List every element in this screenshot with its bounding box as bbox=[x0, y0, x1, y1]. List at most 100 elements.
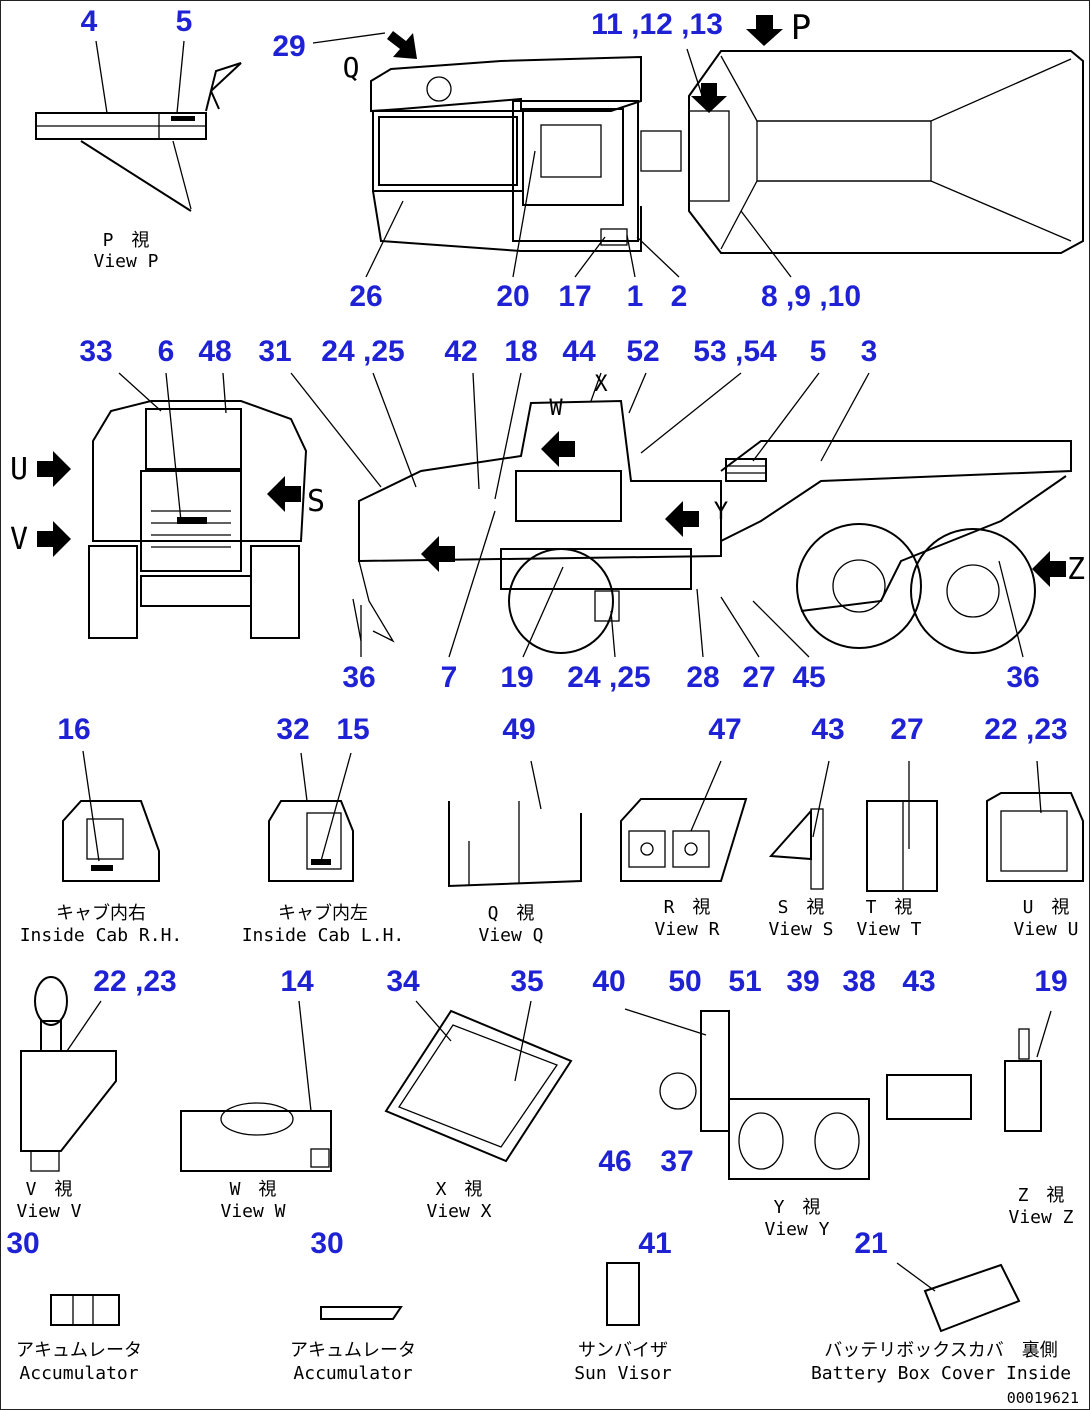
callout-41: 41 bbox=[638, 1227, 671, 1260]
caption-view-x-en: View X bbox=[426, 1201, 491, 1222]
callout-24-25: 24 ,25 bbox=[321, 335, 404, 368]
callout-33: 33 bbox=[79, 335, 112, 368]
view-letter-z: Z bbox=[1067, 552, 1085, 587]
caption-inside-cab-rh-en: Inside Cab R.H. bbox=[20, 925, 183, 946]
caption-inside-cab-lh-jp: キャブ内左 bbox=[278, 902, 368, 924]
caption-view-s-jp: S 視 bbox=[778, 897, 825, 918]
caption-view-p-jp: P 視 bbox=[103, 230, 150, 251]
caption-view-y-en: View Y bbox=[764, 1219, 829, 1240]
caption-accumulator-2-jp: アキュムレータ bbox=[290, 1340, 416, 1361]
callout-4: 4 bbox=[81, 5, 98, 38]
callout-30: 30 bbox=[310, 1227, 343, 1260]
leader-lines bbox=[95, 32, 1024, 658]
callout-52: 52 bbox=[626, 335, 659, 368]
caption-sun-visor-jp: サンバイザ bbox=[578, 1340, 668, 1361]
callout-20: 20 bbox=[496, 280, 529, 313]
callout-3: 3 bbox=[861, 335, 878, 368]
callout-35: 35 bbox=[510, 965, 543, 998]
caption-battery-cover-en: Battery Box Cover Inside bbox=[811, 1363, 1071, 1384]
callout-32: 32 bbox=[276, 713, 309, 746]
callout-2: 2 bbox=[671, 280, 688, 313]
view-arrows bbox=[37, 15, 1066, 587]
caption-sun-visor-en: Sun Visor bbox=[574, 1363, 672, 1384]
callout-5: 5 bbox=[810, 335, 827, 368]
callout-38: 38 bbox=[842, 965, 875, 998]
caption-view-x-jp: X 視 bbox=[436, 1179, 483, 1200]
callout-18: 18 bbox=[504, 335, 537, 368]
callout-16: 16 bbox=[57, 713, 90, 746]
callout-46: 46 bbox=[598, 1145, 631, 1178]
callout-43: 43 bbox=[902, 965, 935, 998]
callout-11-12-13: 11 ,12 ,13 bbox=[591, 8, 723, 41]
view-letter-s: S bbox=[307, 484, 325, 519]
callout-31: 31 bbox=[258, 335, 291, 368]
bottom-parts bbox=[50, 1262, 1021, 1333]
callout-26: 26 bbox=[349, 280, 382, 313]
top-machine-view bbox=[370, 50, 1084, 254]
caption-view-u-en: View U bbox=[1013, 919, 1078, 940]
view-letter-w: W bbox=[549, 396, 563, 421]
callout-48: 48 bbox=[198, 335, 231, 368]
caption-accumulator-1-jp: アキュムレータ bbox=[16, 1340, 142, 1361]
view-letter-p: P bbox=[791, 8, 811, 48]
callout-53-54: 53 ,54 bbox=[693, 335, 777, 368]
callout-43: 43 bbox=[811, 713, 844, 746]
callout-1: 1 bbox=[627, 280, 644, 313]
callout-8-9-10: 8 ,9 ,10 bbox=[761, 280, 861, 313]
view-letter-v: V bbox=[10, 522, 28, 557]
callout-22-23: 22 ,23 bbox=[93, 965, 176, 998]
caption-view-p-en: View P bbox=[93, 251, 158, 272]
document-code: 00019621 bbox=[1007, 1389, 1079, 1407]
callout-22-23: 22 ,23 bbox=[984, 713, 1067, 746]
callout-36: 36 bbox=[342, 661, 375, 694]
caption-view-q-jp: Q 視 bbox=[488, 903, 535, 924]
view-letters: P Q U V S W X Y Z bbox=[10, 8, 1085, 587]
view-letter-x: X bbox=[594, 372, 608, 397]
callout-37: 37 bbox=[660, 1145, 693, 1178]
caption-view-z-jp: Z 視 bbox=[1018, 1185, 1065, 1206]
caption-view-w-jp: W 視 bbox=[230, 1179, 277, 1200]
callout-49: 49 bbox=[502, 713, 535, 746]
callout-36: 36 bbox=[1006, 661, 1039, 694]
caption-inside-cab-rh-jp: キャブ内右 bbox=[56, 902, 146, 924]
caption-view-y-jp: Y 視 bbox=[774, 1197, 821, 1218]
front-view-machine bbox=[88, 400, 308, 639]
caption-view-v-en: View V bbox=[16, 1201, 81, 1222]
callout-27: 27 bbox=[742, 661, 775, 694]
caption-inside-cab-lh-en: Inside Cab L.H. bbox=[242, 925, 405, 946]
callout-39: 39 bbox=[786, 965, 819, 998]
view-letter-u: U bbox=[10, 452, 28, 487]
side-view-machine bbox=[352, 399, 1072, 654]
caption-accumulator-2-en: Accumulator bbox=[293, 1363, 412, 1384]
callout-47: 47 bbox=[708, 713, 741, 746]
callout-15: 15 bbox=[336, 713, 369, 746]
callout-24-25: 24 ,25 bbox=[567, 661, 650, 694]
callouts: 4 5 29 11 ,12 ,13 26 20 17 1 2 8 ,9 ,10 … bbox=[6, 5, 1067, 1260]
caption-view-z-en: View Z bbox=[1008, 1207, 1073, 1228]
callout-19: 19 bbox=[500, 661, 533, 694]
view-letter-q: Q bbox=[343, 51, 360, 84]
view-captions: P 視 View P キャブ内右 Inside Cab R.H. キャブ内左 I… bbox=[16, 230, 1079, 1384]
callout-27: 27 bbox=[890, 713, 923, 746]
callout-21: 21 bbox=[854, 1227, 887, 1260]
callout-51: 51 bbox=[728, 965, 761, 998]
callout-14: 14 bbox=[280, 965, 314, 998]
small-views-row-3 bbox=[62, 750, 1084, 892]
caption-battery-cover-jp: バッテリボックスカバ 裏側 bbox=[824, 1340, 1057, 1361]
caption-view-u-jp: U 視 bbox=[1023, 897, 1070, 918]
caption-view-r-jp: R 視 bbox=[664, 897, 711, 918]
callout-40: 40 bbox=[592, 965, 625, 998]
callout-44: 44 bbox=[562, 335, 596, 368]
callout-5: 5 bbox=[176, 5, 193, 38]
callout-34: 34 bbox=[386, 965, 420, 998]
caption-view-r-en: View R bbox=[654, 919, 719, 940]
callout-42: 42 bbox=[444, 335, 477, 368]
callout-17: 17 bbox=[558, 280, 591, 313]
callout-45: 45 bbox=[792, 661, 825, 694]
caption-accumulator-1-en: Accumulator bbox=[19, 1363, 138, 1384]
detail-view-p bbox=[35, 62, 242, 212]
caption-view-q-en: View Q bbox=[478, 925, 543, 946]
callout-6: 6 bbox=[158, 335, 175, 368]
